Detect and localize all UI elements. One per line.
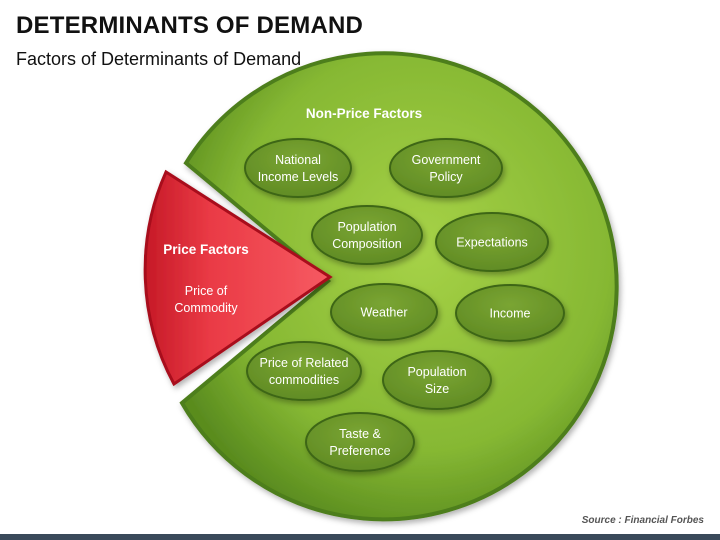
factor-label: Income (490, 307, 531, 321)
factor-ellipse (246, 341, 362, 401)
factor-label: Preference (329, 444, 390, 458)
non-price-factor: Expectations (435, 212, 549, 272)
factor-label: Policy (429, 170, 463, 184)
price-item-line-2: Commodity (174, 301, 238, 315)
non-price-factor: Weather (330, 283, 438, 341)
non-price-factor: Price of Related commodities (246, 341, 362, 401)
factor-ellipse (311, 205, 423, 265)
non-price-factor: Taste & Preference (305, 412, 415, 472)
factor-label: Price of Related (260, 356, 349, 370)
price-heading: Price Factors (163, 242, 249, 257)
price-item-line-1: Price of (185, 284, 228, 298)
factor-label: Income Levels (258, 170, 339, 184)
factor-ellipse (382, 350, 492, 410)
factor-label: Expectations (456, 236, 528, 250)
non-price-factor: Income (455, 284, 565, 342)
page-subtitle: Factors of Determinants of Demand (16, 49, 302, 69)
non-price-heading: Non-Price Factors (306, 106, 422, 121)
factor-label: Taste & (339, 427, 381, 441)
factor-label: Weather (360, 306, 407, 320)
factor-label: Composition (332, 237, 402, 251)
factor-ellipse (455, 284, 565, 342)
factor-label: commodities (269, 373, 339, 387)
factor-ellipse (244, 138, 352, 198)
factor-label: Size (425, 382, 449, 396)
source-note: Source : Financial Forbes (581, 515, 704, 526)
factor-label: Population (337, 220, 396, 234)
factor-label: National (275, 153, 321, 167)
footer-bar (0, 534, 720, 540)
factor-ellipse (435, 212, 549, 272)
factor-label: Government (412, 153, 481, 167)
factor-ellipse (305, 412, 415, 472)
factor-ellipse (330, 283, 438, 341)
factor-ellipse (389, 138, 503, 198)
factor-label: Population (407, 365, 466, 379)
price-sector (143, 169, 333, 387)
page-title: DETERMINANTS OF DEMAND (16, 12, 364, 39)
